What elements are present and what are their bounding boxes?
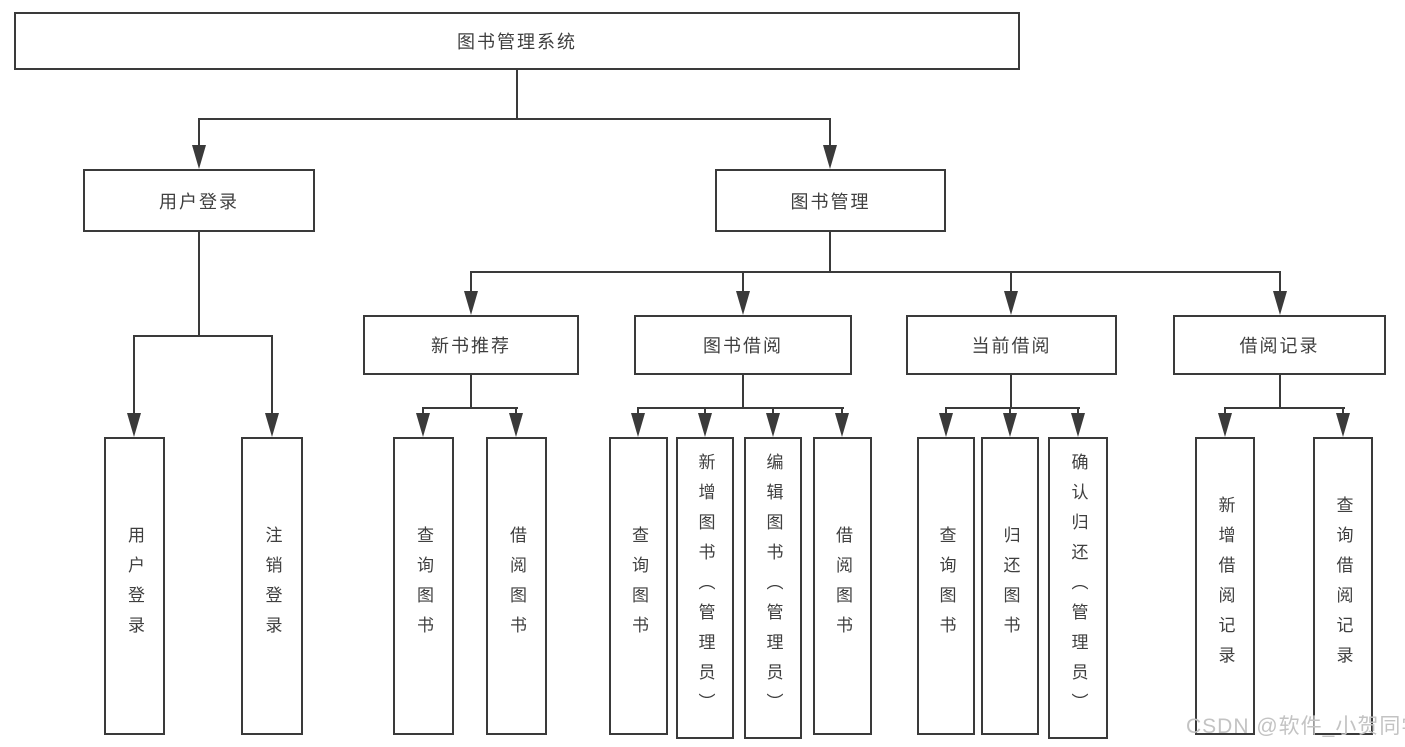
leaf-borrow-edit-books-admin: 编辑图书（管理员） xyxy=(744,437,802,739)
connector-line xyxy=(1010,375,1012,409)
connector-line xyxy=(422,407,424,414)
leaf-logout: 注销登录 xyxy=(241,437,303,735)
leaf-current-confirm-return-admin-label: 确认归还（管理员） xyxy=(1068,453,1088,723)
watermark: CSDN @软件_小贺同学 xyxy=(1186,715,1405,738)
node-book-borrow-label: 图书借阅 xyxy=(703,336,783,356)
arrow-down-icon xyxy=(416,413,430,437)
node-current-borrow: 当前借阅 xyxy=(906,315,1117,375)
leaf-records-add-record: 新增借阅记录 xyxy=(1195,437,1255,735)
connector-line xyxy=(704,407,706,414)
connector-line xyxy=(829,232,831,273)
connector-line xyxy=(470,271,472,292)
leaf-records-add-record-label: 新增借阅记录 xyxy=(1215,496,1235,676)
arrow-down-icon xyxy=(1004,291,1018,315)
leaf-borrow-query-books-label: 查询图书 xyxy=(629,526,648,646)
leaf-borrow-borrow-books: 借阅图书 xyxy=(813,437,872,735)
node-book-borrow: 图书借阅 xyxy=(634,315,852,375)
connector-line xyxy=(1010,271,1012,292)
leaf-user-login-label: 用户登录 xyxy=(125,526,144,646)
arrow-down-icon xyxy=(939,413,953,437)
connector-line xyxy=(198,232,200,337)
connector-line xyxy=(742,375,744,409)
arrow-down-icon xyxy=(192,145,206,169)
leaf-newbook-query-books: 查询图书 xyxy=(393,437,454,735)
connector-line xyxy=(841,407,843,414)
connector-line xyxy=(1279,375,1281,409)
connector-line xyxy=(945,407,947,414)
leaf-current-confirm-return-admin: 确认归还（管理员） xyxy=(1048,437,1108,739)
leaf-newbook-query-books-label: 查询图书 xyxy=(414,526,433,646)
node-book-management-label: 图书管理 xyxy=(790,191,871,212)
connector-line xyxy=(133,335,273,337)
connector-line xyxy=(1077,407,1079,414)
arrow-down-icon xyxy=(823,145,837,169)
leaf-logout-label: 注销登录 xyxy=(262,526,282,646)
arrow-down-icon xyxy=(1218,413,1232,437)
leaf-user-login: 用户登录 xyxy=(104,437,165,735)
arrow-down-icon xyxy=(1003,413,1017,437)
connector-line xyxy=(637,407,844,409)
connector-line xyxy=(1009,407,1011,414)
node-user-login-label: 用户登录 xyxy=(159,191,239,212)
node-book-management: 图书管理 xyxy=(715,169,946,232)
arrow-down-icon xyxy=(1273,291,1287,315)
node-root: 图书管理系统 xyxy=(14,12,1020,70)
leaf-borrow-add-books-admin-label: 新增图书（管理员） xyxy=(695,453,715,723)
arrow-down-icon xyxy=(766,413,780,437)
leaf-borrow-borrow-books-label: 借阅图书 xyxy=(833,526,852,646)
arrow-down-icon xyxy=(736,291,750,315)
connector-line xyxy=(1279,271,1281,292)
arrow-down-icon xyxy=(698,413,712,437)
node-borrow-records-label: 借阅记录 xyxy=(1239,336,1320,356)
node-current-borrow-label: 当前借阅 xyxy=(971,336,1052,356)
leaf-newbook-borrow-books-label: 借阅图书 xyxy=(507,526,526,646)
arrow-down-icon xyxy=(835,413,849,437)
connector-line xyxy=(198,118,200,146)
arrow-down-icon xyxy=(464,291,478,315)
node-new-book-recommend: 新书推荐 xyxy=(363,315,579,375)
connector-line xyxy=(742,271,744,292)
connector-line xyxy=(1224,407,1345,409)
leaf-current-query-books-label: 查询图书 xyxy=(936,526,956,646)
node-borrow-records: 借阅记录 xyxy=(1173,315,1386,375)
arrow-down-icon xyxy=(1336,413,1350,437)
connector-line xyxy=(516,70,518,120)
connector-line xyxy=(1224,407,1226,414)
connector-line xyxy=(637,407,639,414)
leaf-records-query-record-label: 查询借阅记录 xyxy=(1333,496,1353,676)
leaf-records-query-record: 查询借阅记录 xyxy=(1313,437,1373,735)
arrow-down-icon xyxy=(1071,413,1085,437)
arrow-down-icon xyxy=(631,413,645,437)
connector-line xyxy=(470,271,1281,273)
connector-line xyxy=(515,407,517,414)
arrow-down-icon xyxy=(127,413,141,437)
leaf-current-query-books: 查询图书 xyxy=(917,437,975,735)
connector-line xyxy=(422,407,518,409)
connector-line xyxy=(470,375,472,409)
connector-line xyxy=(945,407,1080,409)
leaf-newbook-borrow-books: 借阅图书 xyxy=(486,437,547,735)
node-root-label: 图书管理系统 xyxy=(457,32,577,52)
connector-line xyxy=(829,118,831,146)
leaf-borrow-query-books: 查询图书 xyxy=(609,437,668,735)
arrow-down-icon xyxy=(265,413,279,437)
node-new-book-recommend-label: 新书推荐 xyxy=(431,336,511,356)
connector-line xyxy=(133,335,135,414)
leaf-borrow-add-books-admin: 新增图书（管理员） xyxy=(676,437,734,739)
leaf-borrow-edit-books-admin-label: 编辑图书（管理员） xyxy=(763,453,783,723)
arrow-down-icon xyxy=(509,413,523,437)
leaf-current-return-books: 归还图书 xyxy=(981,437,1039,735)
connector-line xyxy=(271,335,273,414)
node-user-login: 用户登录 xyxy=(83,169,315,232)
connector-line xyxy=(1342,407,1344,414)
connector-line xyxy=(772,407,774,414)
connector-line xyxy=(198,118,831,120)
leaf-current-return-books-label: 归还图书 xyxy=(1000,526,1020,646)
